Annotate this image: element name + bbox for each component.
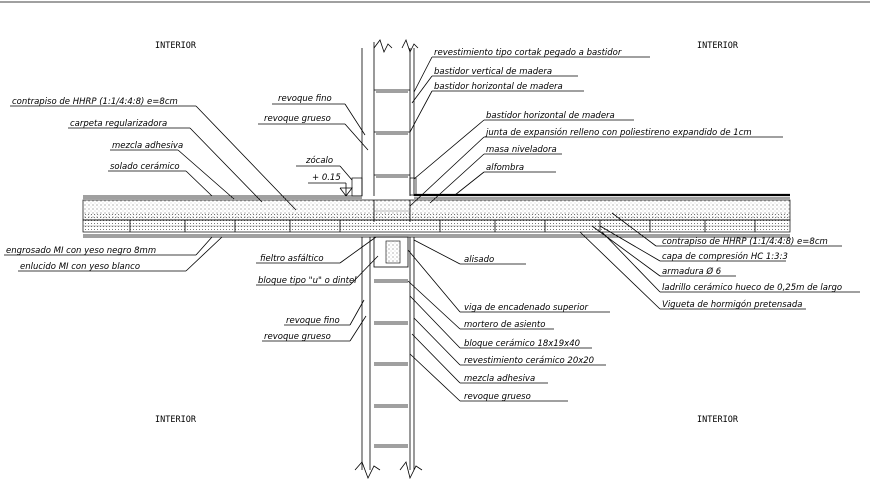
label-contrapiso-left: contrapiso de HHRP (1:1/4:4:8) e=8cm (12, 97, 178, 107)
room-label-bottom-left: INTERIOR (155, 415, 197, 425)
label-solado: solado cerámico (110, 162, 180, 172)
label-mortero: mortero de asiento (464, 320, 545, 330)
label-mezcla-adhesiva-right: mezcla adhesiva (464, 374, 535, 384)
label-alfombra: alfombra (486, 163, 524, 173)
label-bastidor-horizontal-mid: bastidor horizontal de madera (486, 111, 615, 121)
lower-wall (354, 236, 423, 480)
floor-slab (82, 177, 791, 238)
label-contrapiso-right: contrapiso de HHRP (1:1/4:4:8) e=8cm (662, 237, 828, 247)
label-capa-compresion: capa de compresión HC 1:3:3 (662, 251, 788, 262)
label-carpeta: carpeta regularizadora (70, 119, 167, 129)
label-bastidor-vertical: bastidor vertical de madera (434, 67, 552, 77)
label-bastidor-horizontal-top: bastidor horizontal de madera (434, 82, 563, 92)
label-mezcla-adhesiva-left: mezcla adhesiva (112, 141, 183, 151)
label-zocalo: zócalo (305, 155, 333, 166)
label-alisado: alisado (464, 255, 494, 265)
label-bloque-ceramico: bloque cerámico 18x19x40 (464, 339, 580, 349)
room-label-bottom-right: INTERIOR (697, 415, 739, 425)
label-engrosado: engrosado MI con yeso negro 8mm (6, 246, 156, 256)
leaders-bottom-right (407, 212, 860, 402)
label-revoque-grueso-top: revoque grueso (264, 114, 331, 124)
label-revoque-grueso-right: revoque grueso (464, 392, 531, 402)
leaders-bottom-left (4, 236, 379, 342)
label-viga: viga de encadenado superior (464, 303, 589, 313)
label-revoque-fino-top: revoque fino (278, 94, 332, 104)
level-marker-icon (339, 187, 353, 197)
label-ladrillo: ladrillo cerámico hueco de 0,25m de larg… (662, 283, 842, 293)
leaders-top-right (409, 56, 783, 207)
label-revestimiento-ceramico: revestimiento cerámico 20x20 (464, 356, 594, 366)
label-vigueta: Vigueta de hormigón pretensada (662, 299, 802, 310)
upper-wall (361, 38, 419, 196)
room-label-top-left: INTERIOR (155, 41, 197, 51)
label-revestimiento-cortak: revestimiento tipo cortak pegado a basti… (434, 48, 622, 58)
label-level: + 0.15 (312, 173, 341, 183)
label-masa-niveladora: masa niveladora (486, 145, 557, 155)
label-junta-expansion: junta de expansión relleno con poliestir… (485, 127, 752, 138)
leaders-top-left (10, 103, 369, 211)
label-bloque-u: bloque tipo "u" o dintel (258, 276, 357, 286)
label-revoque-fino-bottom: revoque fino (286, 316, 340, 326)
room-label-top-right: INTERIOR (697, 41, 739, 51)
label-enlucido: enlucido MI con yeso blanco (20, 262, 140, 272)
label-fieltro: fieltro asfáltico (260, 254, 324, 264)
label-armadura: armadura Ø 6 (662, 266, 722, 277)
label-revoque-grueso-bottom: revoque grueso (264, 332, 331, 342)
